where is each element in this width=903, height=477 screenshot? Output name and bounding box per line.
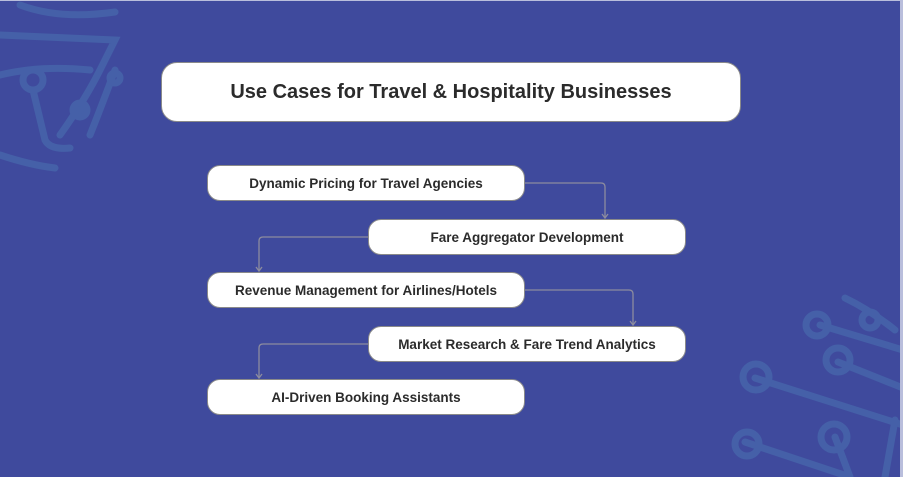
diagram-title: Use Cases for Travel & Hospitality Busin…: [161, 62, 741, 122]
step-ai-booking-assistants: AI-Driven Booking Assistants: [207, 379, 525, 415]
step-market-research: Market Research & Fare Trend Analytics: [368, 326, 686, 362]
step-fare-aggregator: Fare Aggregator Development: [368, 219, 686, 255]
connector-2-3: [258, 236, 368, 271]
connector-3-4: [525, 289, 634, 325]
connector-1-2: [525, 182, 606, 218]
step-revenue-management: Revenue Management for Airlines/Hotels: [207, 272, 525, 308]
connector-4-5: [258, 343, 368, 378]
step-dynamic-pricing: Dynamic Pricing for Travel Agencies: [207, 165, 525, 201]
